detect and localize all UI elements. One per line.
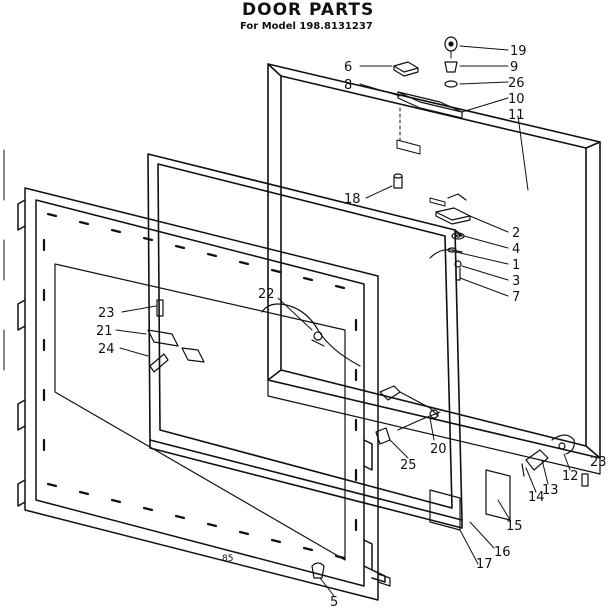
- callout-21: 21: [96, 324, 113, 339]
- callout-19: 19: [510, 44, 527, 59]
- callout-3: 3: [512, 274, 520, 289]
- wire-harness: [261, 303, 441, 445]
- callout-numbers: 19 6 9 8 26 10 11 18 2 4 1 3 7 22 23 21 …: [96, 44, 607, 610]
- inner-door-panel: [17, 187, 386, 601]
- part-6-cap: [393, 61, 419, 77]
- callout-23: 23: [98, 306, 115, 321]
- callout-16: 16: [494, 545, 511, 560]
- outer-door-frame: [267, 63, 601, 475]
- callout-10: 10: [508, 92, 525, 107]
- callout-9: 9: [510, 60, 518, 75]
- part-18-pin: [393, 173, 403, 189]
- page-number: 85: [222, 554, 233, 564]
- bracket-parts-21-24: [147, 299, 205, 373]
- callout-22: 22: [258, 287, 275, 302]
- callout-4: 4: [512, 242, 520, 257]
- callout-20: 20: [430, 442, 447, 457]
- callout-7: 7: [512, 290, 520, 305]
- leader-lines: [115, 45, 571, 597]
- callout-26: 26: [508, 76, 525, 91]
- door-seal-frame: [147, 153, 463, 529]
- model-subtitle: For Model 198.8131237: [240, 21, 373, 32]
- callout-1: 1: [512, 258, 520, 273]
- page-title: DOOR PARTS: [242, 0, 375, 20]
- callout-15: 15: [506, 519, 523, 534]
- callout-23-right: 23: [590, 455, 607, 470]
- callout-6: 6: [344, 60, 352, 75]
- callout-11: 11: [508, 108, 525, 123]
- callout-2: 2: [512, 226, 520, 241]
- parts-19-9-26-stack: [444, 36, 458, 88]
- part-10-latch-plate: [397, 91, 463, 141]
- callout-25: 25: [400, 458, 417, 473]
- callout-13: 13: [542, 483, 559, 498]
- callout-12: 12: [562, 469, 579, 484]
- callout-17: 17: [476, 557, 493, 572]
- callout-8: 8: [344, 78, 352, 93]
- callout-5: 5: [330, 595, 338, 610]
- callout-18: 18: [344, 192, 361, 207]
- callout-14: 14: [528, 490, 545, 505]
- callout-24: 24: [98, 342, 115, 357]
